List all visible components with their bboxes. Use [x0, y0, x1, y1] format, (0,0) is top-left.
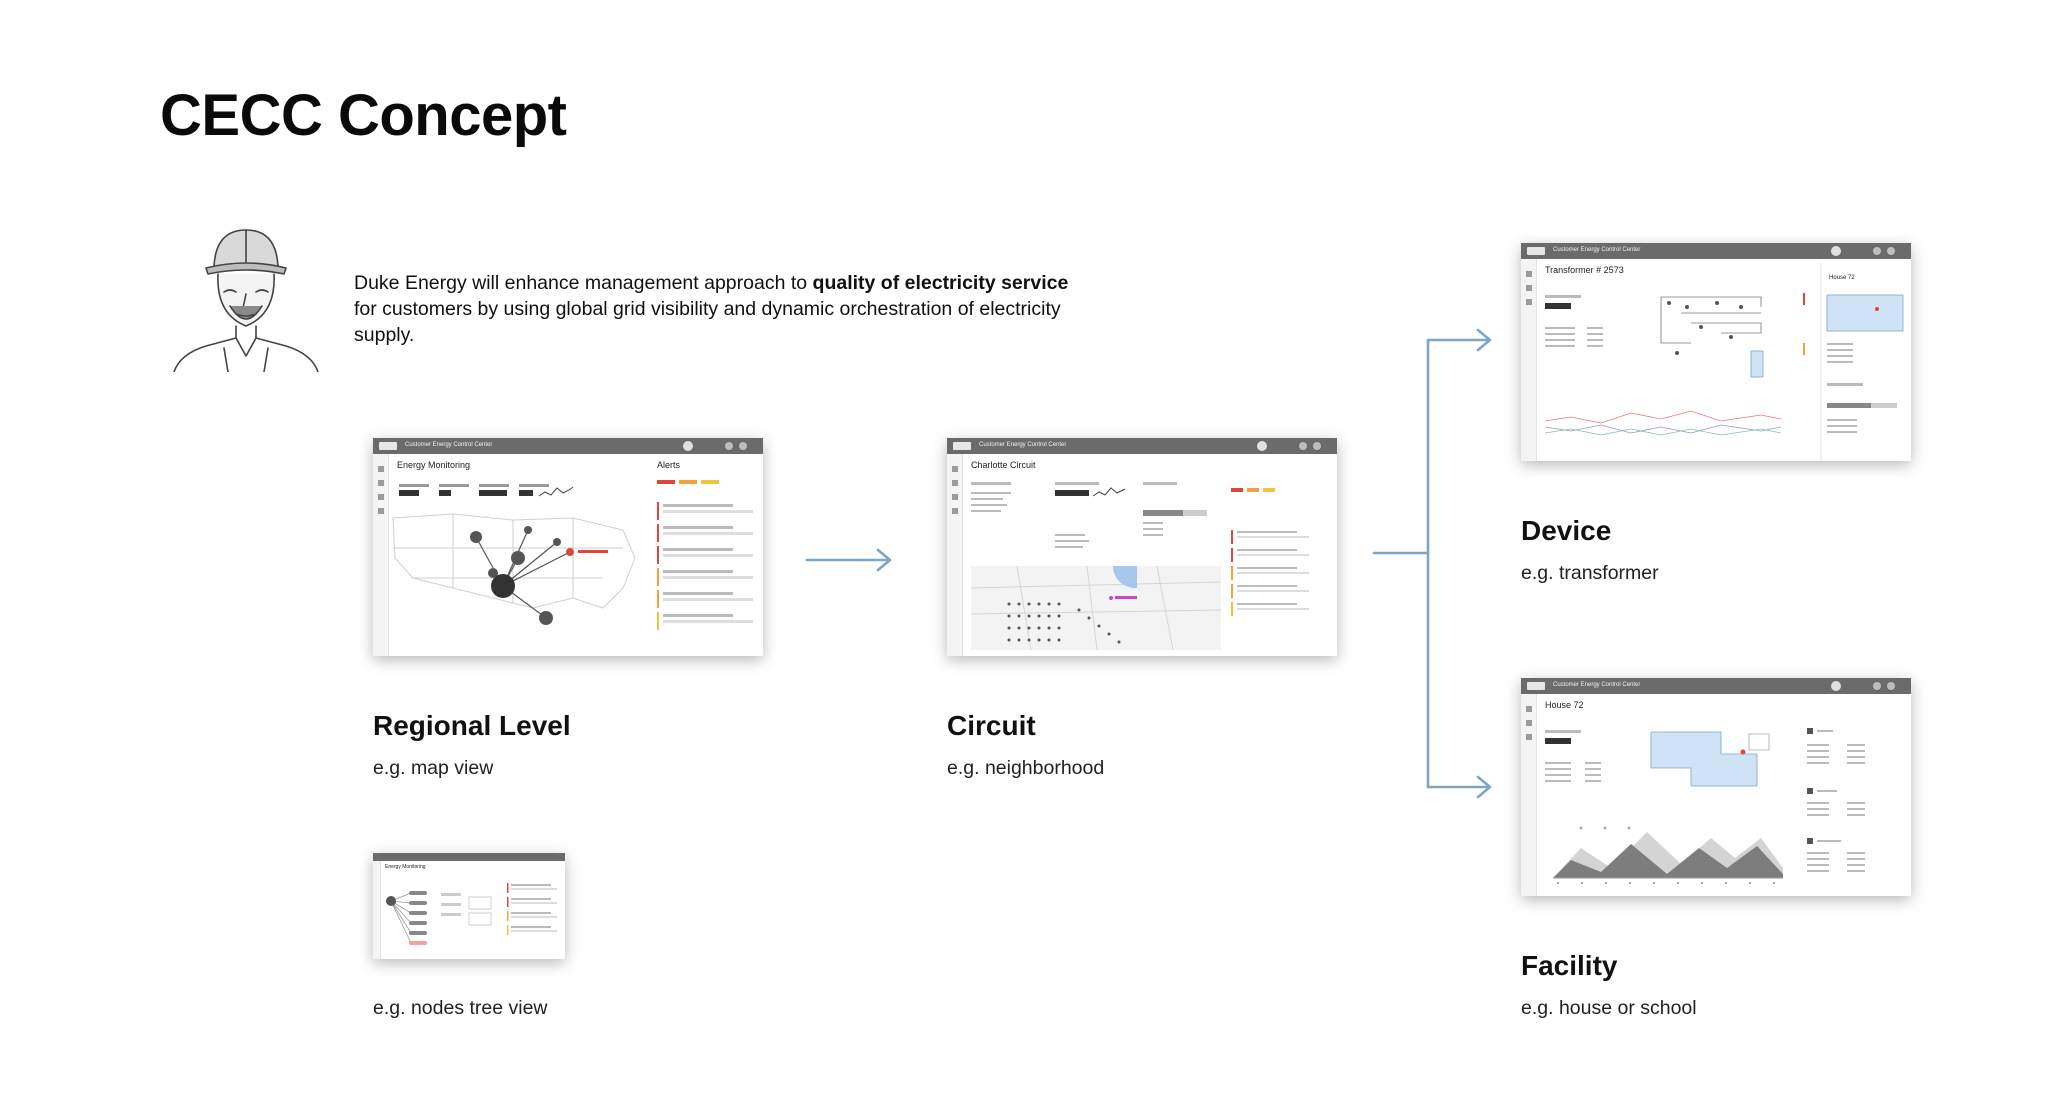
circuit-caption: e.g. neighborhood — [947, 757, 1105, 779]
top-bar — [373, 853, 565, 861]
settings-icon — [1299, 442, 1307, 450]
top-bar: Customer Energy Control Center — [947, 438, 1337, 454]
help-icon — [1313, 442, 1321, 450]
intro-part1: Duke Energy will enhance management appr… — [354, 272, 813, 294]
screen-page-title: Energy Monitoring — [397, 460, 471, 470]
facility-heading: Facility — [1521, 950, 1618, 981]
regional-screen-thumbnail[interactable]: Customer Energy Control Center Energy Mo… — [373, 438, 763, 656]
screen-page-title: Energy Monitoring — [385, 864, 426, 870]
side-rail — [373, 861, 381, 959]
settings-icon — [1873, 247, 1881, 255]
screen-page-title: House 72 — [1545, 700, 1584, 710]
side-panel-title: House 72 — [1829, 275, 1855, 281]
regional-map-sketch — [392, 480, 753, 630]
regional-caption: e.g. map view — [373, 757, 494, 779]
app-title: Customer Energy Control Center — [405, 442, 493, 448]
device-sketch — [1544, 263, 1904, 461]
intro-part2: for customers by using global grid visib… — [354, 298, 1061, 346]
intro-bold: quality of electricity service — [812, 272, 1069, 294]
facility-screen-thumbnail[interactable]: Customer Energy Control Center House 72 — [1521, 678, 1911, 896]
tree-view-sketch — [386, 883, 557, 945]
facility-sketch — [1545, 728, 1865, 884]
help-icon — [1887, 247, 1895, 255]
app-title: Customer Energy Control Center — [1553, 682, 1641, 688]
arrow-regional-to-circuit — [805, 548, 892, 572]
arrow-branch-to-device — [1426, 328, 1492, 789]
top-bar: Customer Energy Control Center — [1521, 243, 1911, 259]
page-title: CECC Concept — [160, 83, 567, 148]
side-rail — [373, 454, 389, 656]
screen-page-title: Charlotte Circuit — [971, 460, 1036, 470]
arrow-branch-to-facility — [1426, 775, 1492, 799]
user-avatar-icon — [1831, 681, 1841, 691]
logo-icon — [953, 442, 971, 450]
tree-view-caption: e.g. nodes tree view — [373, 997, 548, 1019]
app-title: Customer Energy Control Center — [979, 442, 1067, 448]
device-screen-thumbnail[interactable]: Customer Energy Control Center Transform… — [1521, 243, 1911, 461]
device-caption: e.g. transformer — [1521, 562, 1659, 584]
regional-heading: Regional Level — [373, 710, 571, 741]
alerts-label: Alerts — [657, 460, 681, 470]
intro-text: Duke Energy will enhance management appr… — [354, 270, 1074, 348]
facility-caption: e.g. house or school — [1521, 997, 1697, 1019]
user-avatar-icon — [1831, 246, 1841, 256]
engineer-avatar-icon — [173, 229, 319, 372]
circuit-sketch — [970, 482, 1309, 651]
help-icon — [1887, 682, 1895, 690]
side-rail — [947, 454, 963, 656]
top-bar: Customer Energy Control Center — [373, 438, 763, 454]
side-rail — [1521, 694, 1537, 896]
device-heading: Device — [1521, 515, 1612, 546]
user-avatar-icon — [1257, 441, 1267, 451]
settings-icon — [1873, 682, 1881, 690]
logo-icon — [379, 442, 397, 450]
app-title: Customer Energy Control Center — [1553, 247, 1641, 253]
side-rail — [1521, 259, 1537, 461]
tree-view-screen-thumbnail[interactable]: Energy Monitoring — [373, 853, 565, 959]
screen-page-title: Transformer # 2573 — [1545, 265, 1624, 275]
circuit-heading: Circuit — [947, 710, 1036, 741]
logo-icon — [1527, 682, 1545, 690]
logo-icon — [1527, 247, 1545, 255]
user-avatar-icon — [683, 441, 693, 451]
help-icon — [739, 442, 747, 450]
top-bar: Customer Energy Control Center — [1521, 678, 1911, 694]
circuit-screen-thumbnail[interactable]: Customer Energy Control Center Charlotte… — [947, 438, 1337, 656]
settings-icon — [725, 442, 733, 450]
